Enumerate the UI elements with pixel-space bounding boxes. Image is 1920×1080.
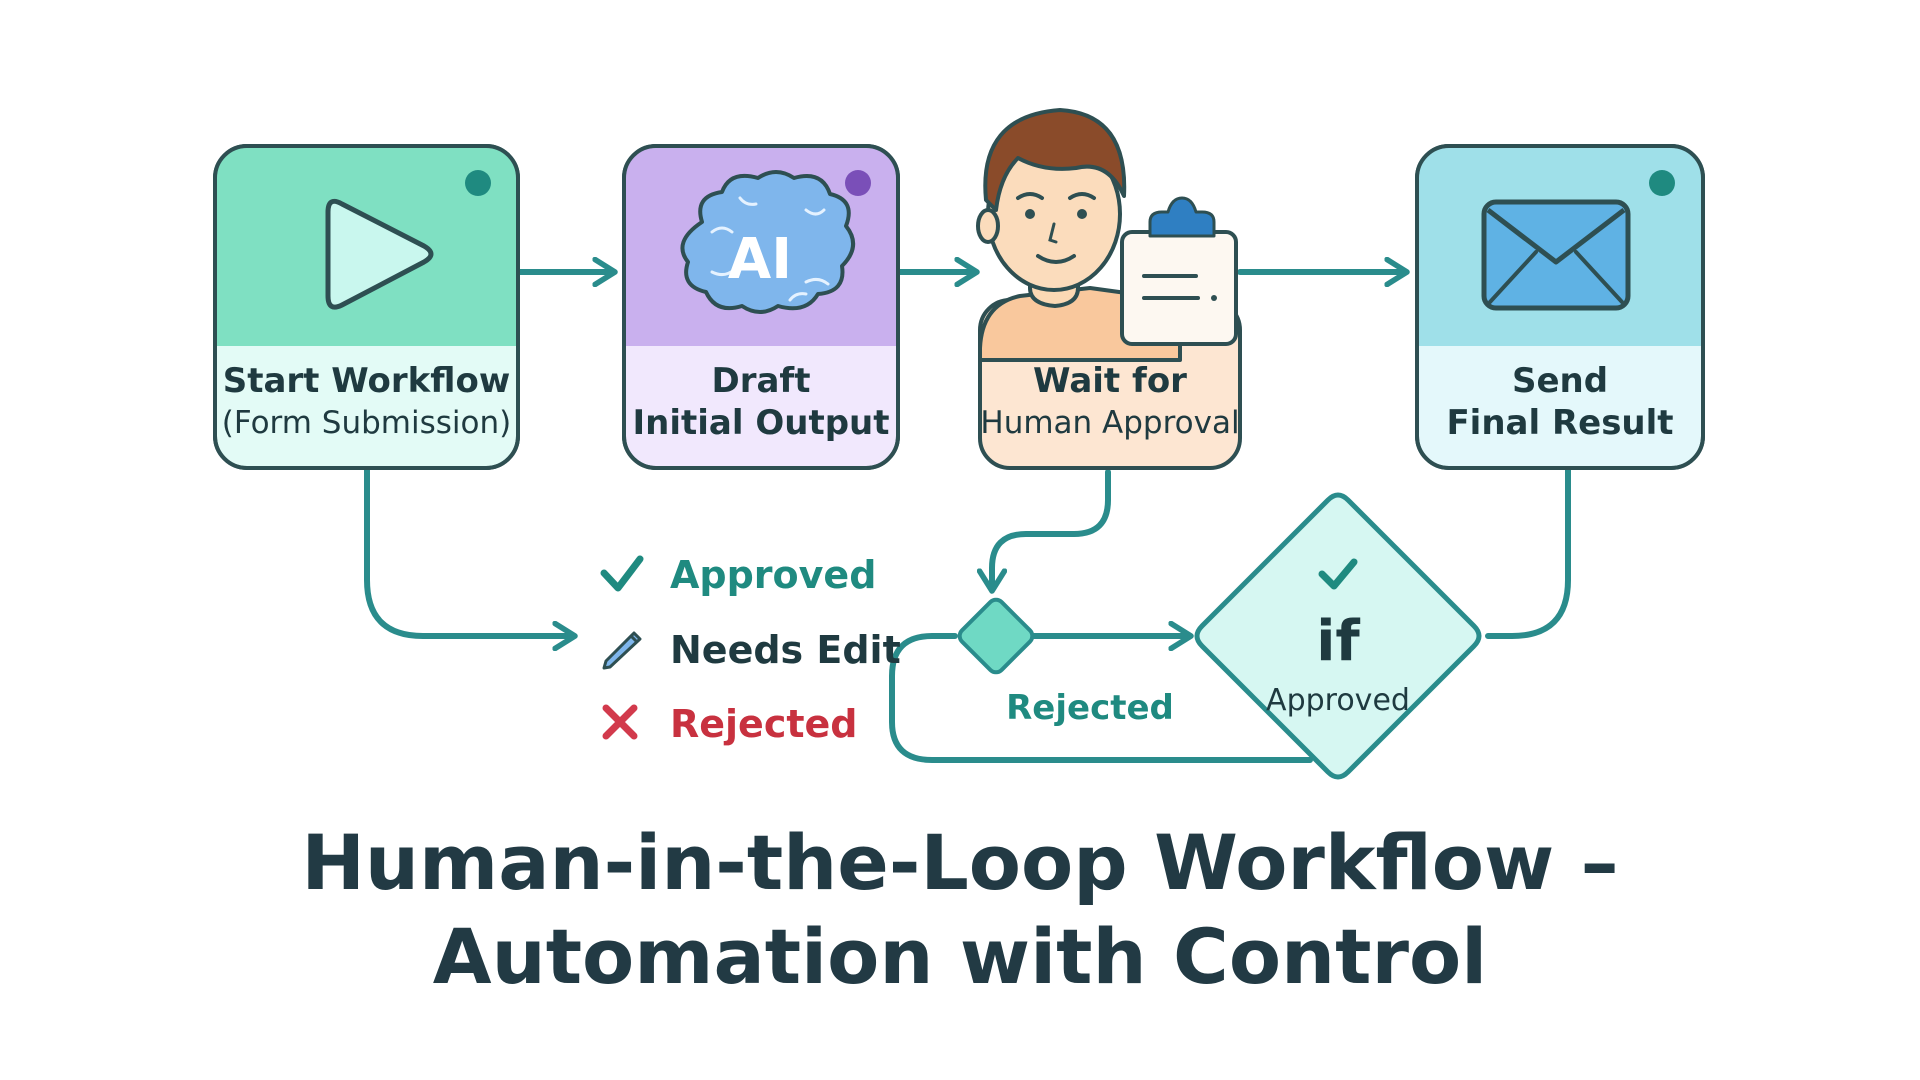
node-wait-for-human-approval (976, 108, 1242, 470)
start-workflow-subtitle: (Form Submission) (221, 405, 512, 441)
diagram-title-line2: Automation with Control (432, 912, 1488, 1001)
wait-approval-line2: Human Approval (980, 405, 1240, 441)
node-draft-initial-output: AI (622, 144, 900, 470)
status-dot (465, 170, 491, 196)
node-start-workflow (213, 144, 520, 470)
x-icon (602, 704, 638, 740)
person-avatar (976, 108, 1182, 362)
connector-decision-to-send (1485, 467, 1571, 639)
branch-node (957, 597, 1035, 675)
decision-keyword: if (1316, 609, 1360, 674)
decision-label: Approved (1266, 683, 1410, 718)
legend-approved: Approved (670, 553, 877, 597)
start-workflow-label: Start Workflow (Form Submission) (215, 360, 518, 444)
check-icon (600, 555, 644, 592)
envelope-icon (1481, 199, 1631, 311)
connectors (364, 272, 1571, 763)
clipboard-icon (1120, 196, 1238, 346)
send-result-line1: Send (1511, 361, 1609, 401)
connector-start-to-legend (364, 467, 570, 636)
check-icon (1318, 558, 1358, 590)
wait-approval-line1: Wait for (1033, 361, 1187, 401)
connector-wait-to-branch (992, 469, 1111, 586)
send-result-label: Send Final Result (1417, 360, 1703, 444)
start-workflow-title: Start Workflow (222, 361, 511, 401)
diagram-title-line1: Human-in-the-Loop Workflow – (301, 818, 1619, 907)
play-icon (325, 198, 434, 310)
status-dot (845, 170, 871, 196)
pencil-icon (602, 631, 642, 670)
legend-rejected: Rejected (670, 702, 858, 746)
ai-brain-icon: AI (680, 170, 855, 314)
connector-rejected-loop (889, 633, 1313, 763)
draft-output-line2: Initial Output (632, 403, 890, 443)
ai-icon-text: AI (728, 227, 792, 292)
status-dot (1649, 170, 1675, 196)
decision-diamond (1194, 492, 1482, 780)
draft-output-label: Draft Initial Output (624, 360, 898, 444)
wait-approval-label: Wait for Human Approval (980, 360, 1240, 444)
node-send-final-result (1415, 144, 1705, 470)
draft-output-line1: Draft (711, 361, 811, 401)
rejected-branch-label: Rejected (1006, 688, 1174, 728)
send-result-line2: Final Result (1446, 403, 1674, 443)
legend-needs-edit: Needs Edit (670, 628, 901, 672)
